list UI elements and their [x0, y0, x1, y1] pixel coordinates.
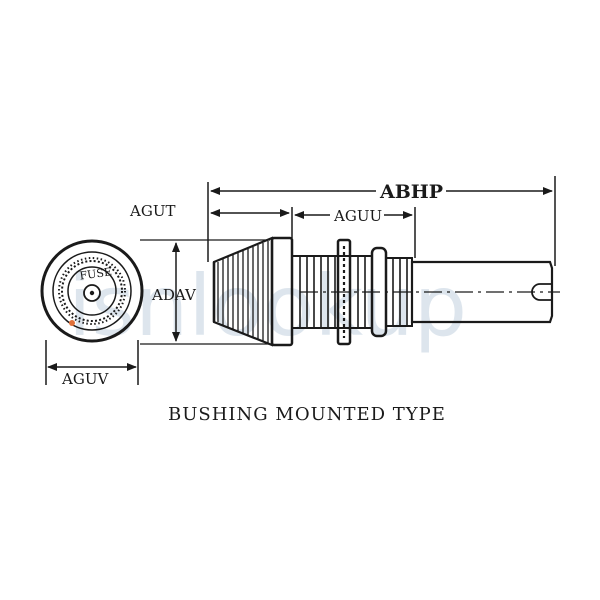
- aguv-label: AGUV: [61, 370, 109, 388]
- diagram-caption: BUSHING MOUNTED TYPE: [168, 404, 446, 425]
- side-view: [212, 236, 560, 347]
- aguu-label: AGUU: [333, 207, 382, 225]
- agut-label: AGUT: [129, 202, 175, 220]
- aguv-dimension: AGUV: [45, 340, 139, 388]
- adav-dimension: ADAV: [140, 239, 270, 345]
- end-view: FUSE: [40, 239, 144, 343]
- agut-dimension: AGUT: [129, 202, 293, 238]
- accent-dot: [69, 320, 75, 326]
- adav-label: ADAV: [151, 286, 197, 304]
- abhp-label: ABHP: [379, 181, 443, 203]
- abhp-dimension: ABHP: [207, 176, 556, 266]
- aguu-dimension: AGUU: [294, 207, 416, 258]
- fuse-marking: FUSE: [79, 265, 113, 282]
